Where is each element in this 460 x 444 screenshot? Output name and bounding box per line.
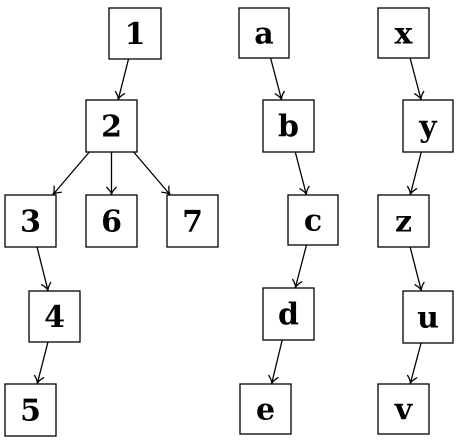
edge-line (270, 339, 283, 385)
node-v: v (377, 383, 430, 435)
node-box (238, 7, 290, 59)
edge-arrow (33, 341, 49, 385)
node-box (402, 99, 454, 153)
edge-arrow (268, 339, 283, 385)
node-z: z (377, 194, 430, 248)
node-label: e (256, 393, 275, 428)
node-label: v (394, 393, 414, 428)
edge-line (409, 151, 422, 196)
edge-arrow (409, 246, 425, 292)
node-box (262, 99, 315, 153)
node-label: 5 (20, 394, 41, 429)
node-u: u (402, 290, 454, 344)
node-label: d (278, 298, 299, 333)
edge-line (36, 341, 49, 385)
node-c: c (287, 194, 339, 246)
edge-arrow (292, 244, 308, 289)
edge-arrow (106, 152, 117, 196)
node-n7: 7 (166, 194, 219, 248)
edge-arrow (406, 151, 422, 196)
node-d: d (262, 287, 315, 341)
edge-line (133, 151, 171, 196)
edge-arrow (133, 151, 171, 196)
node-box (377, 7, 430, 59)
node-label: a (254, 17, 273, 52)
node-n5: 5 (4, 383, 57, 437)
node-label: z (395, 205, 412, 240)
node-label: 3 (20, 205, 41, 240)
edge-line (36, 246, 49, 292)
edge-line (294, 244, 308, 289)
edge-arrow (406, 342, 422, 385)
edge-arrow (269, 57, 285, 101)
node-box (262, 287, 315, 341)
node-box (287, 194, 339, 246)
node-box (239, 383, 292, 435)
node-label: 7 (182, 205, 203, 240)
node-box (85, 194, 138, 248)
edge-line (52, 151, 90, 196)
edge-line (409, 246, 422, 292)
node-label: 1 (125, 17, 146, 52)
node-n3: 3 (4, 194, 57, 248)
edge-arrow (114, 58, 130, 101)
node-box (108, 7, 162, 60)
node-a: a (238, 7, 290, 59)
edge-line (117, 58, 130, 101)
edge-arrow (36, 246, 52, 292)
node-box (4, 194, 57, 248)
edge-line (294, 151, 308, 196)
node-n6: 6 (85, 194, 138, 248)
node-b: b (262, 99, 315, 153)
node-box (402, 290, 454, 344)
node-label: y (418, 110, 438, 145)
node-box (4, 383, 57, 437)
node-n4: 4 (28, 290, 81, 343)
node-x: x (377, 7, 430, 59)
node-e: e (239, 383, 292, 435)
edge-line (409, 342, 422, 385)
edge-arrow (294, 151, 310, 196)
node-box (85, 99, 138, 153)
edge-line (269, 57, 283, 101)
node-y: y (402, 99, 454, 153)
nodes-layer: 1 2 3 6 7 4 5 a b c d e x y z u v (4, 7, 454, 437)
node-label: c (304, 204, 322, 239)
node-label: b (278, 110, 299, 145)
node-label: u (417, 301, 439, 336)
edge-line (409, 57, 422, 101)
node-label: 4 (44, 300, 65, 335)
node-box (28, 290, 81, 343)
node-box (377, 383, 430, 435)
node-label: x (395, 17, 414, 52)
node-box (166, 194, 219, 248)
edge-arrow (52, 151, 90, 196)
node-label: 2 (101, 110, 122, 145)
node-label: 6 (101, 205, 122, 240)
edge-arrow (409, 57, 425, 101)
node-n1: 1 (108, 7, 162, 60)
node-box (377, 194, 430, 248)
node-n2: 2 (85, 99, 138, 153)
